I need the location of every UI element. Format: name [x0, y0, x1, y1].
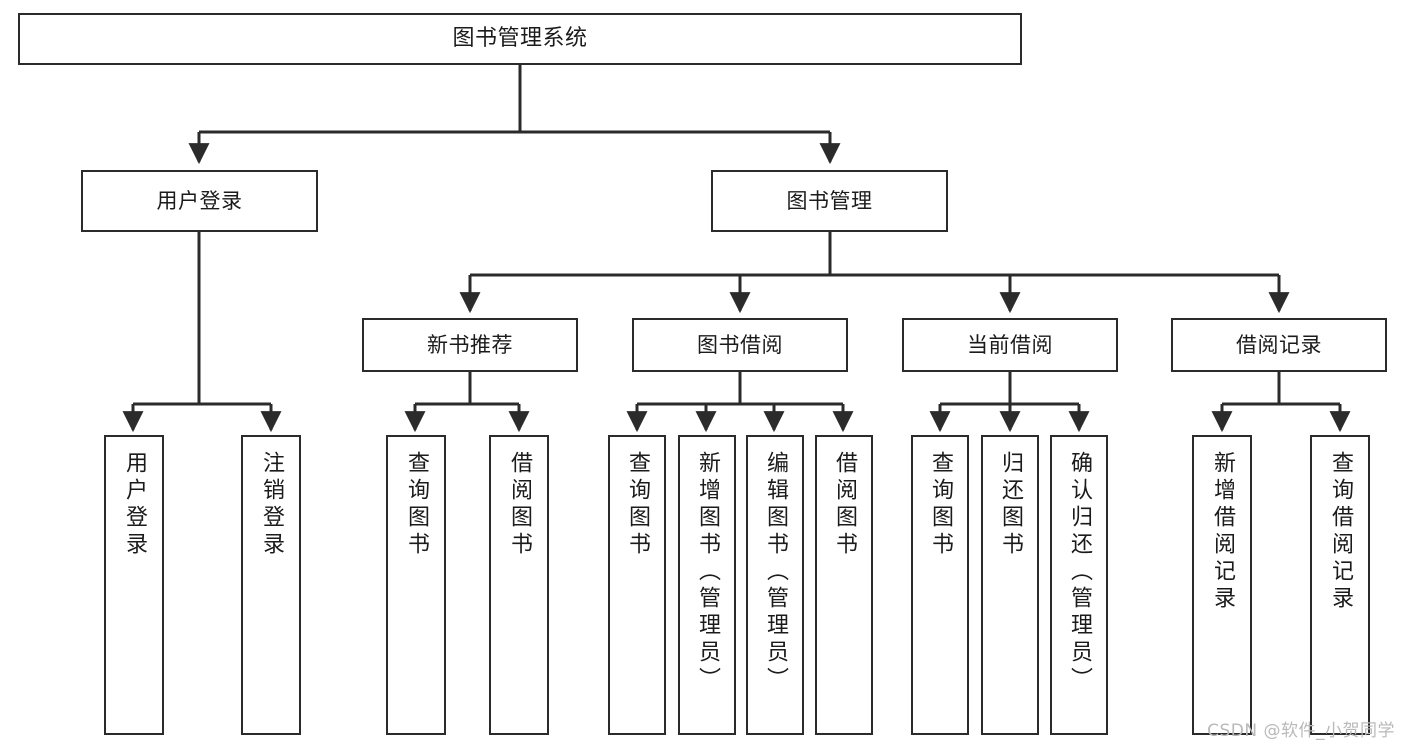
node-label: 用户登录 [156, 188, 243, 213]
node-label: 确认归还（管理员） [1067, 451, 1092, 694]
node-borrow-record[interactable]: 借阅记录 [1171, 318, 1387, 372]
node-label: 查询借阅记录 [1328, 451, 1353, 613]
leaf-borrow-book[interactable]: 借阅图书 [815, 435, 873, 735]
node-user-login[interactable]: 用户登录 [81, 170, 318, 232]
node-label: 查询图书 [928, 451, 953, 559]
leaf-user-login[interactable]: 用户登录 [104, 435, 164, 735]
leaf-logout[interactable]: 注销登录 [241, 435, 301, 735]
leaf-query-book-recommend[interactable]: 查询图书 [386, 435, 446, 735]
node-book-borrow[interactable]: 图书借阅 [632, 318, 848, 372]
leaf-query-borrow-record[interactable]: 查询借阅记录 [1310, 435, 1370, 735]
node-label: 借阅图书 [832, 451, 857, 559]
node-label: 借阅记录 [1236, 332, 1322, 357]
node-book-management[interactable]: 图书管理 [711, 170, 948, 232]
node-current-borrow[interactable]: 当前借阅 [902, 318, 1118, 372]
node-label: 新书推荐 [427, 332, 513, 357]
node-root-book-management-system[interactable]: 图书管理系统 [18, 13, 1022, 65]
node-label: 编辑图书（管理员） [763, 451, 788, 694]
node-label: 查询图书 [625, 451, 650, 559]
leaf-confirm-return-admin[interactable]: 确认归还（管理员） [1050, 435, 1108, 735]
leaf-query-book-current[interactable]: 查询图书 [911, 435, 969, 735]
leaf-return-book[interactable]: 归还图书 [981, 435, 1039, 735]
node-label: 图书管理系统 [452, 26, 588, 52]
node-label: 借阅图书 [507, 451, 532, 559]
node-label: 图书管理 [786, 188, 873, 213]
node-label: 图书借阅 [697, 332, 783, 357]
node-label: 注销登录 [259, 451, 284, 559]
node-label: 新增借阅记录 [1210, 451, 1235, 613]
leaf-edit-book-admin[interactable]: 编辑图书（管理员） [746, 435, 804, 735]
node-label: 归还图书 [998, 451, 1023, 559]
node-new-book-recommend[interactable]: 新书推荐 [362, 318, 578, 372]
leaf-add-borrow-record[interactable]: 新增借阅记录 [1192, 435, 1252, 735]
node-label: 用户登录 [122, 451, 147, 559]
node-label: 当前借阅 [967, 332, 1053, 357]
leaf-borrow-book-recommend[interactable]: 借阅图书 [489, 435, 549, 735]
node-label: 查询图书 [404, 451, 429, 559]
node-label: 新增图书（管理员） [695, 451, 720, 694]
leaf-query-book-borrow[interactable]: 查询图书 [608, 435, 666, 735]
leaf-add-book-admin[interactable]: 新增图书（管理员） [678, 435, 736, 735]
